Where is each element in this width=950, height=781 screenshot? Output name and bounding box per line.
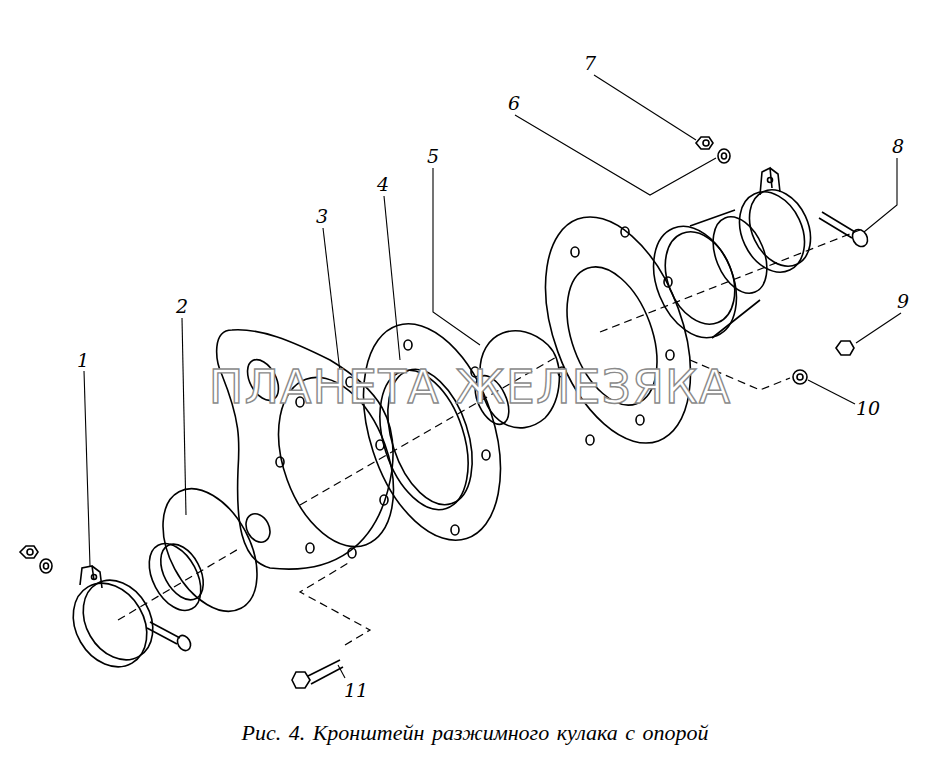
callout-number: 7 [584, 54, 596, 73]
callout-number: 1 [77, 351, 89, 370]
figure-caption: Рис. 4. Кронштейн разжимного кулака с оп… [241, 722, 708, 744]
callout-number: 10 [856, 399, 880, 418]
callout-number: 6 [508, 94, 520, 113]
callout-number: 5 [427, 147, 439, 166]
callout-number: 4 [377, 175, 389, 194]
callout-number: 3 [316, 207, 328, 226]
callout-number: 8 [892, 137, 904, 156]
callout-number: 9 [897, 292, 909, 311]
watermark: ПЛАНЕТА ЖЕЛЕЗЯКА [209, 364, 731, 410]
callout-number: 11 [344, 681, 368, 700]
callout-number: 2 [176, 297, 188, 316]
